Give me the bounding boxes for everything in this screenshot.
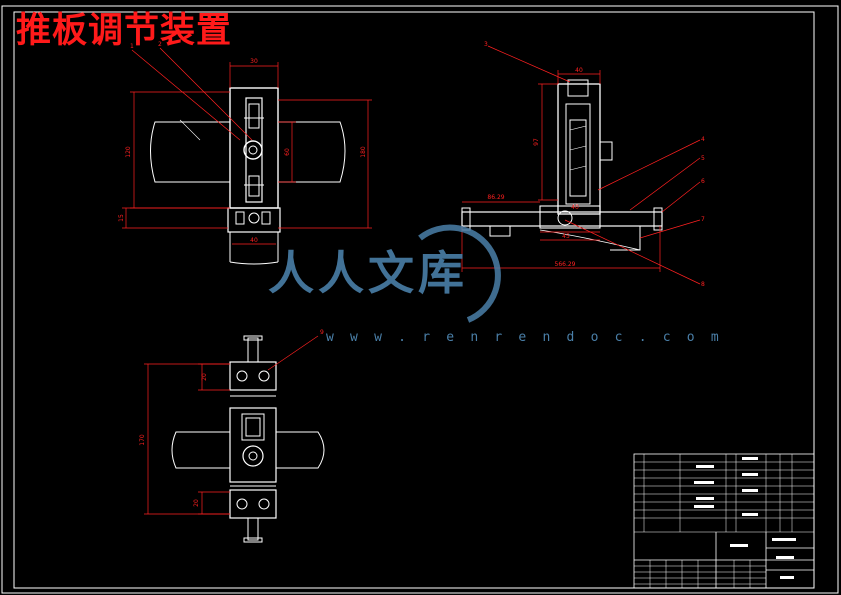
watermark-logo xyxy=(418,224,501,323)
callout-5: 5 xyxy=(701,155,705,162)
side-view: 40 97 86.29 45 40 566.29 3 4 5 6 7 8 xyxy=(461,41,705,288)
front-right-dim: 180 xyxy=(360,146,367,158)
callout-9: 9 xyxy=(320,329,324,336)
front-bottom-dim: 40 xyxy=(250,237,258,244)
drawing-title: 推板调节装置 xyxy=(16,11,233,51)
plan-dim-total: 170 xyxy=(139,434,146,446)
side-total-dim: 566.29 xyxy=(555,261,576,268)
watermark-url: w w w . r e n r e n d o c . c o m xyxy=(326,330,723,345)
plan-dim-bottom: 20 xyxy=(193,499,200,507)
watermark-text: 人人文库 xyxy=(268,246,468,300)
callout-3: 3 xyxy=(484,41,488,48)
side-top-dim: 40 xyxy=(575,67,583,74)
callout-7: 7 xyxy=(701,216,705,223)
front-side-dim: 15 xyxy=(118,214,125,222)
side-left-dim: 97 xyxy=(533,138,540,146)
front-view: 30 120 180 60 40 15 1 2 xyxy=(118,41,372,265)
front-left-dim: 120 xyxy=(125,146,132,158)
plan-dim-top: 20 xyxy=(201,373,208,381)
callout-4: 4 xyxy=(701,136,705,143)
side-dim-a: 86.29 xyxy=(487,194,504,201)
callout-6: 6 xyxy=(701,178,705,185)
callout-1: 1 xyxy=(130,43,134,50)
title-block xyxy=(633,453,815,589)
side-dim-c: 40 xyxy=(571,204,579,211)
inner-frame xyxy=(13,11,815,589)
callout-8: 8 xyxy=(701,281,705,288)
front-top-dim: 30 xyxy=(250,58,258,65)
outer-frame xyxy=(1,5,839,594)
side-dim-b: 45 xyxy=(562,233,570,240)
plan-view: 20 170 20 9 xyxy=(139,329,325,543)
front-inner-dim: 60 xyxy=(284,148,291,156)
callout-2: 2 xyxy=(158,41,162,48)
